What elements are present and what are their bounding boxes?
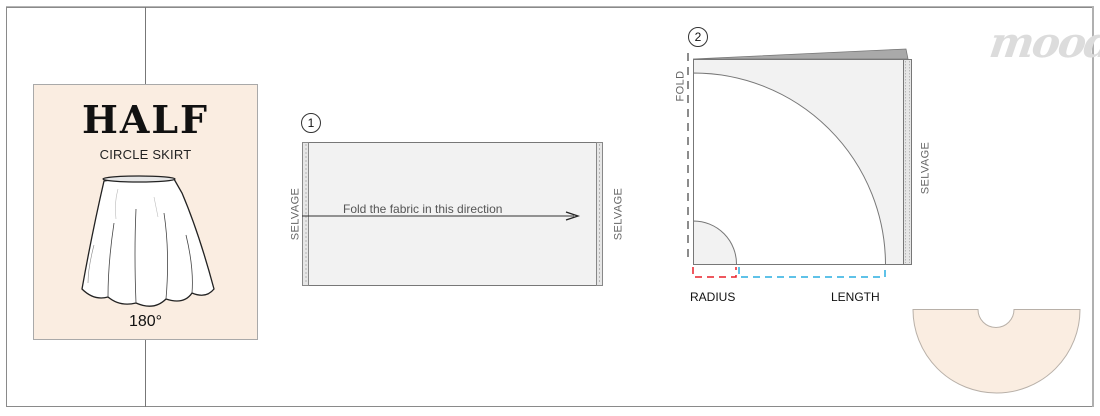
skirt-illustration-icon [81,175,215,307]
frame-right-edge [1092,7,1094,407]
card-title: HALF [81,97,210,142]
half-circle-pattern-shape [912,309,1081,394]
left-selvage-label: SELVAGE [289,187,302,241]
fold-direction-text: Fold the fabric in this direction [343,202,503,216]
card-angle: 180° [128,313,163,330]
length-label: LENGTH [831,290,880,304]
step-1-fabric [302,142,603,286]
right-selvage-label: SELVAGE [612,187,625,241]
arrow-right-icon [318,210,588,220]
step-2-selvage-label: SELVAGE [919,141,932,195]
mood-logo: mood [986,18,1100,67]
fold-label: FOLD [674,70,687,102]
skirt-type-card: HALF CIRCLE SKIRT 180° [33,84,258,340]
step-2-folded-fabric [687,48,912,278]
step-1-badge: 1 [301,113,321,133]
card-subtitle: CIRCLE SKIRT [99,147,192,162]
radius-label: RADIUS [690,290,736,304]
step-2-badge: 2 [688,27,708,47]
